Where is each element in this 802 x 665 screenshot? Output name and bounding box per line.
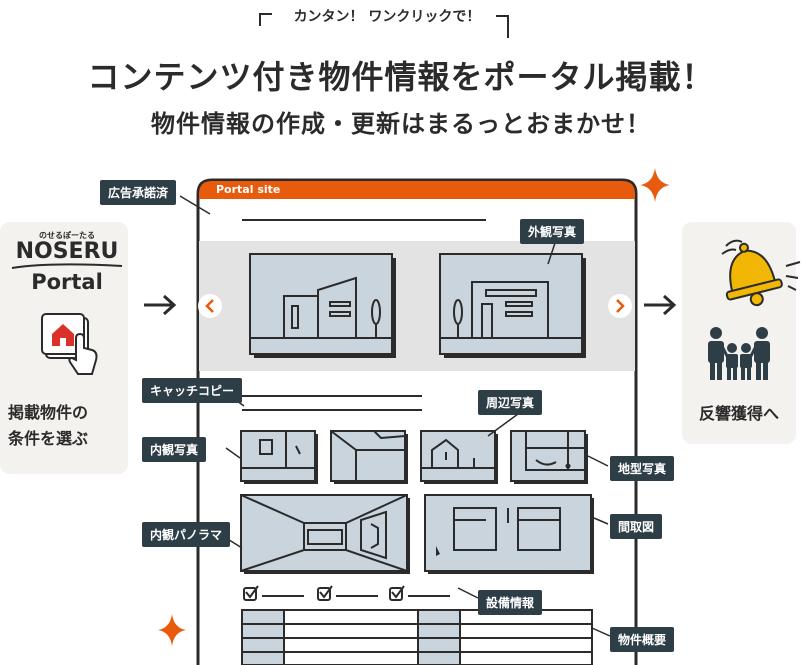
callout-panorama: 内観パノラマ bbox=[142, 522, 231, 547]
callout-exterior: 外観写真 bbox=[520, 219, 585, 244]
bell-icon bbox=[721, 239, 801, 307]
right-arrow-icon bbox=[644, 294, 677, 316]
exterior-photo-2 bbox=[439, 253, 586, 358]
carousel-next-button bbox=[608, 294, 632, 318]
callout-land-shape: 地型写真 bbox=[610, 456, 675, 481]
callout-catch-copy: キャッチコピー bbox=[142, 378, 243, 403]
callout-interior: 内観写真 bbox=[142, 437, 207, 462]
exterior-photo-1 bbox=[249, 253, 396, 358]
brand-underline bbox=[11, 263, 123, 269]
house-card-icon bbox=[41, 313, 98, 375]
page-title: コンテンツ付き物件情報をポータル掲載！ bbox=[87, 58, 715, 96]
tagline-bracket bbox=[259, 13, 509, 38]
callout-facilities: 設備情報 bbox=[478, 590, 543, 615]
brand-main: NOSERU bbox=[15, 239, 119, 264]
callout-overview: 物件概要 bbox=[610, 627, 675, 652]
callout-floor-plan: 間取図 bbox=[610, 514, 663, 539]
brand-sub: Portal bbox=[31, 270, 103, 294]
right-caption: 反響獲得へ bbox=[698, 404, 779, 423]
brand-small: のせるぽーたる bbox=[39, 231, 95, 240]
header-tagline: カンタン！ ワンクリックで！ bbox=[293, 9, 481, 25]
left-caption-2: 条件を選ぶ bbox=[8, 429, 89, 448]
sparkle-icon bbox=[640, 168, 670, 202]
right-arrow-icon bbox=[144, 294, 177, 316]
callout-surrounding: 周辺写真 bbox=[478, 390, 543, 415]
portal-mockup bbox=[196, 178, 638, 665]
family-icon bbox=[708, 327, 770, 380]
carousel-prev-button bbox=[198, 294, 222, 318]
callout-ad-approved: 広告承諾済 bbox=[100, 180, 177, 205]
portal-tab-title: Portal site bbox=[216, 183, 281, 196]
left-caption-1: 掲載物件の bbox=[8, 403, 89, 422]
sparkle-icon bbox=[158, 614, 186, 646]
page-subtitle: 物件情報の作成・更新はまるっとおまかせ！ bbox=[151, 110, 651, 138]
